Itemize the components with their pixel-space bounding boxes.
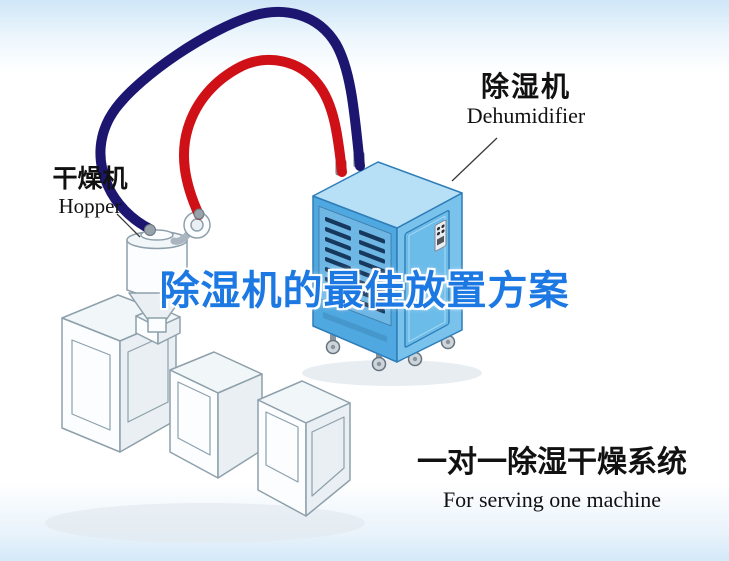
- control-panel: [434, 219, 447, 252]
- red-dry-air-hose: [179, 55, 347, 220]
- dehumidifier-shadow: [302, 360, 482, 386]
- dehumidifier-pointer-line: [451, 137, 498, 182]
- hose-fitting: [144, 224, 156, 236]
- extruder-illustration: [61, 294, 351, 517]
- system-label: 一对一除湿干燥系统 For serving one machine: [408, 446, 696, 512]
- dehumidifier-label: 除湿机 Dehumidifier: [448, 71, 604, 128]
- hopper-neck: [147, 317, 167, 333]
- system-label-cn: 一对一除湿干燥系统: [417, 446, 687, 479]
- dehumidifier-label-cn: 除湿机: [480, 71, 571, 102]
- dehumidifier-top-face: [312, 161, 463, 229]
- vent-grille: [318, 205, 392, 343]
- page-title: 除湿机的最佳放置方案: [159, 269, 570, 313]
- extruder-shadow: [45, 503, 365, 543]
- hopper-label: 干燥机 Hopper: [42, 165, 138, 218]
- dehumidifier-illustration: [312, 151, 463, 372]
- door-handle: [411, 278, 414, 292]
- navy-return-air-hose: [95, 6, 365, 234]
- hose-fitting: [193, 208, 205, 220]
- hopper-label-cn: 干燥机: [52, 165, 128, 193]
- hopper-label-en: Hopper: [58, 193, 122, 218]
- system-label-en: For serving one machine: [442, 487, 662, 512]
- dehumidifier-label-en: Dehumidifier: [466, 102, 586, 128]
- hopper-pointer-line: [116, 213, 141, 238]
- hopper-illustration: [126, 211, 211, 333]
- dehumidifier-door: [404, 210, 450, 348]
